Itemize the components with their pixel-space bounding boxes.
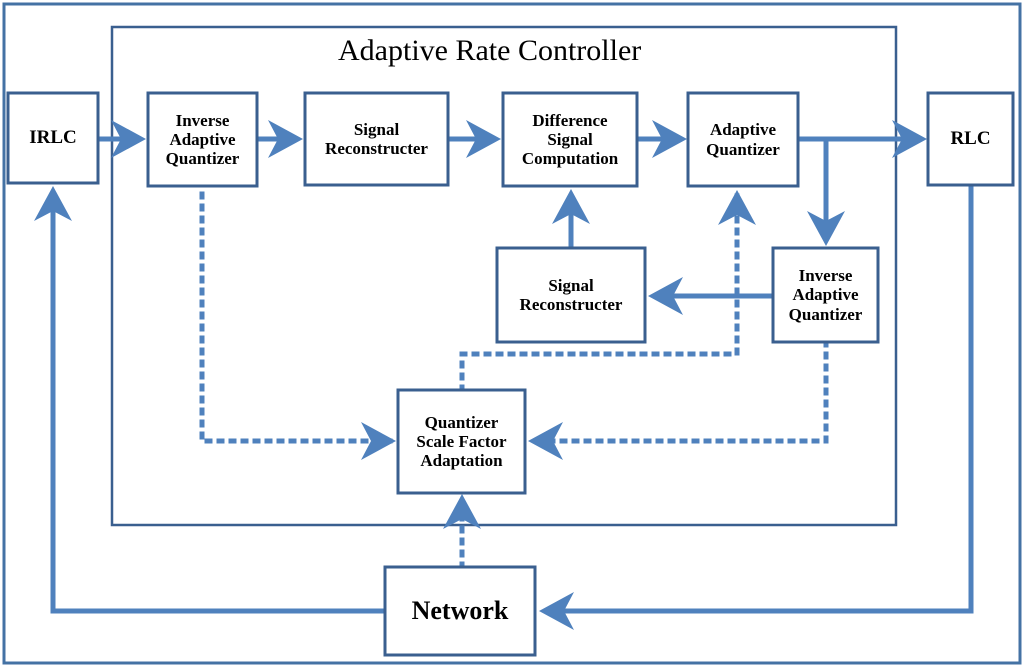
- adaptive-rate-controller-container: [110, 25, 898, 527]
- node-difference-signal-computation-box[interactable]: [501, 91, 639, 188]
- node-quantizer-scale-factor-adaptation-box[interactable]: [396, 388, 527, 495]
- node-adaptive-quantizer-box[interactable]: [686, 91, 800, 188]
- node-inverse-adaptive-quantizer-mid-box[interactable]: [771, 246, 880, 344]
- diagram-title: Adaptive Rate Controller: [338, 34, 641, 68]
- node-signal-reconstructer-top-box[interactable]: [303, 91, 450, 187]
- node-irlc-box[interactable]: [6, 91, 100, 185]
- node-inverse-adaptive-quantizer-top-box[interactable]: [146, 91, 259, 188]
- edge-network-to-irlc: [34, 186, 385, 614]
- edge-qsfa-to-iaq-top: [199, 190, 393, 444]
- edge-rlc-to-network: [539, 185, 974, 630]
- node-signal-reconstructer-mid-box[interactable]: [495, 246, 647, 344]
- diagram-title-text: Adaptive Rate Controller: [338, 34, 642, 67]
- node-rlc-box[interactable]: [926, 91, 1015, 187]
- node-network-box[interactable]: [383, 565, 537, 657]
- edge-qsfa-to-aq: [459, 190, 756, 393]
- edge-iaq-mid-to-qsfa: [531, 339, 829, 444]
